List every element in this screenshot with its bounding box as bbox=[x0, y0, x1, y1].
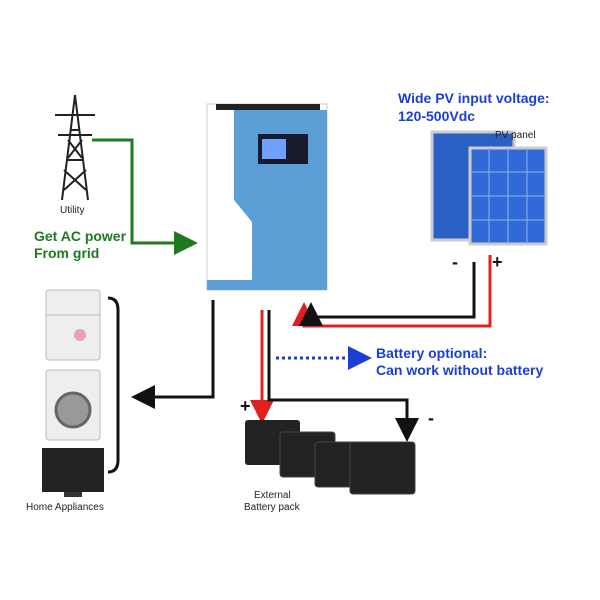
tv-icon bbox=[42, 448, 104, 497]
pv-panel-label: PV panel bbox=[495, 130, 536, 141]
inverter-icon bbox=[206, 103, 328, 291]
battery-label-1: External bbox=[254, 490, 291, 501]
grid-caption-2: From grid bbox=[34, 245, 100, 261]
appliance-bracket bbox=[107, 296, 120, 474]
pv-title-1: Wide PV input voltage: bbox=[398, 90, 550, 106]
battery-note-1: Battery optional: bbox=[376, 345, 488, 361]
pv-minus: - bbox=[452, 252, 458, 272]
grid-wire bbox=[92, 138, 198, 255]
utility-label: Utility bbox=[60, 205, 85, 216]
ac-output-wire bbox=[131, 300, 215, 409]
pv-title-2: 120-500Vdc bbox=[398, 108, 476, 124]
battery-minus: - bbox=[428, 408, 434, 428]
appliances-label: Home Appliances bbox=[26, 502, 104, 513]
pv-positive-wire bbox=[292, 255, 492, 328]
battery-pack-icon bbox=[245, 420, 416, 495]
pv-plus: + bbox=[492, 252, 503, 272]
battery-negative-wire bbox=[267, 310, 419, 442]
battery-label-2: Battery pack bbox=[244, 502, 300, 513]
battery-note-2: Can work without battery bbox=[376, 362, 544, 378]
pv-negative-wire bbox=[299, 262, 476, 326]
washing-machine-icon bbox=[45, 369, 101, 441]
grid-caption-1: Get AC power bbox=[34, 228, 127, 244]
utility-tower-icon bbox=[55, 94, 95, 201]
fridge-icon bbox=[45, 289, 101, 361]
pv-panel-icon bbox=[430, 130, 548, 246]
battery-plus: + bbox=[240, 396, 251, 416]
